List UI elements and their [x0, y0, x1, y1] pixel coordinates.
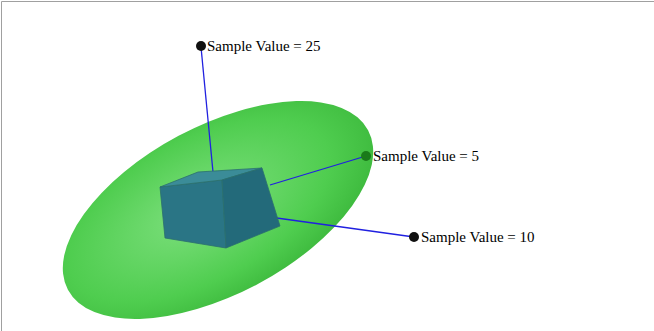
- leader-dots: [196, 41, 419, 242]
- ellipsoid: [28, 56, 407, 331]
- value-label: Sample Value = 25: [207, 38, 321, 54]
- value-label: Sample Value = 5: [373, 148, 479, 164]
- cube: [160, 168, 280, 248]
- value-label: Sample Value = 10: [421, 229, 535, 245]
